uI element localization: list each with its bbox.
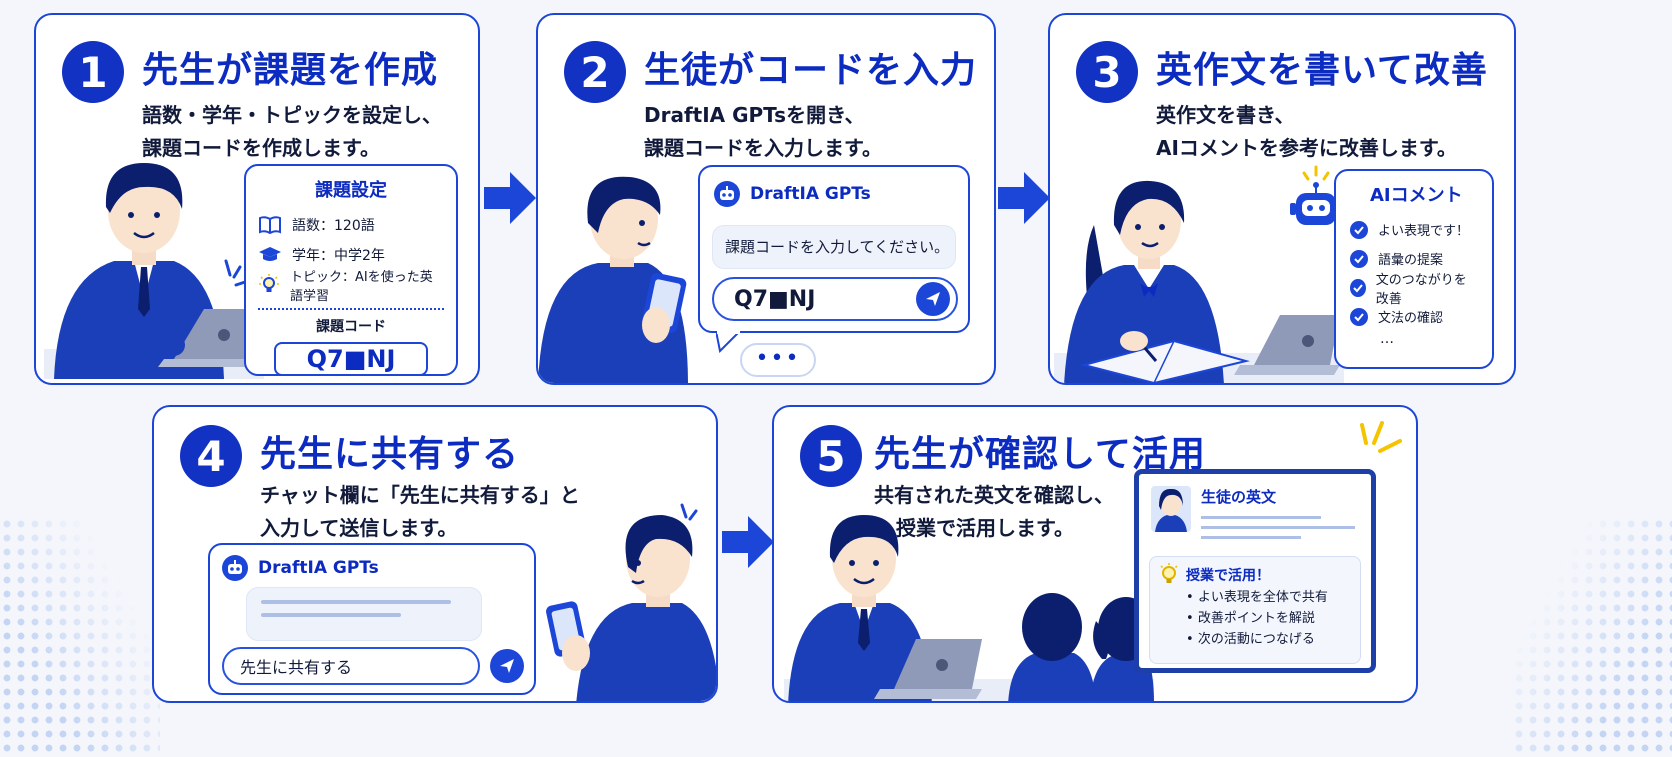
arrow-right-icon (998, 170, 1050, 226)
sparkle-icon (1352, 421, 1404, 471)
comment-item: よい表現です！ (1350, 215, 1478, 244)
student-with-phone-illustration (538, 163, 698, 385)
step-2-number: 2 (564, 41, 626, 103)
share-input-field[interactable]: 先生に共有する (222, 647, 480, 685)
class-use-title: 授業で活用！ (1186, 565, 1350, 585)
lightbulb-icon (1158, 563, 1180, 587)
assignment-settings-title: 課題設定 (258, 176, 444, 202)
check-icon (1350, 250, 1368, 268)
chat-prompt-bubble: 課題コードを入力してください。 (712, 225, 956, 269)
step-5-card: 5 先生が確認して活用 共有された英文を確認し、 授業で活用します。 生徒の英文 (772, 405, 1418, 703)
essay-text-line (1201, 536, 1301, 539)
student-with-phone-illustration (546, 503, 718, 703)
bot-name: DraftIA GPTs (258, 558, 379, 578)
step-4-number: 4 (180, 425, 242, 487)
step-4-description: チャット欄に「先生に共有する」と 入力して送信します。 (260, 479, 580, 545)
step-2-title: 生徒がコードを入力 (644, 41, 977, 93)
ai-comment-title: AIコメント (1350, 181, 1478, 207)
classroom-illustration (784, 503, 1154, 703)
settings-row-topic: トピック：AIを使った英語学習 (258, 270, 444, 300)
step-1-title: 先生が課題を作成 (142, 41, 438, 93)
arrow-right-icon (722, 514, 774, 570)
step-5-number: 5 (800, 425, 862, 487)
use-bullet: • 改善ポイントを解説 (1186, 608, 1350, 629)
bot-name: DraftIA GPTs (750, 184, 871, 204)
check-icon (1350, 221, 1368, 239)
dot-pattern-right (1512, 517, 1672, 757)
step-3-number: 3 (1076, 41, 1138, 103)
text-line (261, 613, 401, 617)
book-icon (258, 216, 282, 234)
robot-icon (222, 555, 248, 581)
assignment-code: Q7■NJ (274, 342, 428, 376)
send-button[interactable] (916, 282, 950, 316)
step-4-title: 先生に共有する (260, 425, 519, 477)
classroom-board: 生徒の英文 授業で活用！ • よい表現を全体で共有 • 改善ポイントを解説 • … (1134, 469, 1376, 673)
check-icon (1350, 279, 1366, 297)
assignment-code-label: 課題コード (258, 316, 444, 336)
ai-comment-panel: AIコメント よい表現です！ 語彙の提案 文のつながりを改善 文法の確認 … (1334, 169, 1494, 369)
chat-message-placeholder (246, 587, 482, 641)
essay-text-line (1201, 526, 1355, 529)
step-2-description: DraftIA GPTsを開き、 課題コードを入力します。 (644, 99, 882, 165)
dot-pattern-left (0, 517, 160, 757)
student-essay-title: 生徒の英文 (1201, 486, 1276, 507)
chat-bubble-tail (716, 331, 742, 353)
robot-icon (714, 181, 740, 207)
comment-item: 文のつながりを改善 (1350, 273, 1478, 302)
step-1-number: 1 (62, 41, 124, 103)
code-input-field[interactable]: Q7■NJ (712, 277, 958, 321)
lightbulb-icon (258, 274, 280, 296)
essay-text-line (1201, 516, 1321, 519)
step-3-card: 3 英作文を書いて改善 英作文を書き、 AIコメントを参考に改善します。 (1048, 13, 1516, 385)
chat-window-step-2: DraftIA GPTs 課題コードを入力してください。 Q7■NJ (698, 165, 970, 333)
settings-row-word-count: 語数：120語 (258, 210, 444, 240)
step-3-description: 英作文を書き、 AIコメントを参考に改善します。 (1156, 99, 1457, 165)
step-3-title: 英作文を書いて改善 (1156, 41, 1488, 93)
class-use-box: 授業で活用！ • よい表現を全体で共有 • 改善ポイントを解説 • 次の活動につ… (1149, 556, 1361, 664)
send-button[interactable] (490, 649, 524, 683)
use-bullet: • よい表現を全体で共有 (1186, 587, 1350, 608)
text-line (261, 600, 451, 604)
send-icon (498, 657, 516, 675)
check-icon (1350, 308, 1368, 326)
graduation-cap-icon (258, 246, 282, 264)
step-2-card: 2 生徒がコードを入力 DraftIA GPTsを開き、 課題コードを入力します… (536, 13, 996, 385)
step-1-card: 1 先生が課題を作成 語数・学年・トピックを設定し、 課題コードを作成します。 … (34, 13, 480, 385)
arrow-right-icon (484, 170, 536, 226)
assignment-settings-panel: 課題設定 語数：120語 学年：中学2年 トピック：AIを使った英語学習 (244, 164, 458, 376)
student-avatar (1151, 486, 1191, 532)
settings-divider (258, 308, 444, 310)
teacher-illustration (44, 149, 264, 379)
comment-more: … (1350, 331, 1478, 347)
send-icon (924, 290, 942, 308)
step-4-card: 4 先生に共有する チャット欄に「先生に共有する」と 入力して送信します。 Dr… (152, 405, 718, 703)
use-bullet: • 次の活動につなげる (1186, 629, 1350, 650)
typing-indicator: ••• (740, 343, 816, 377)
